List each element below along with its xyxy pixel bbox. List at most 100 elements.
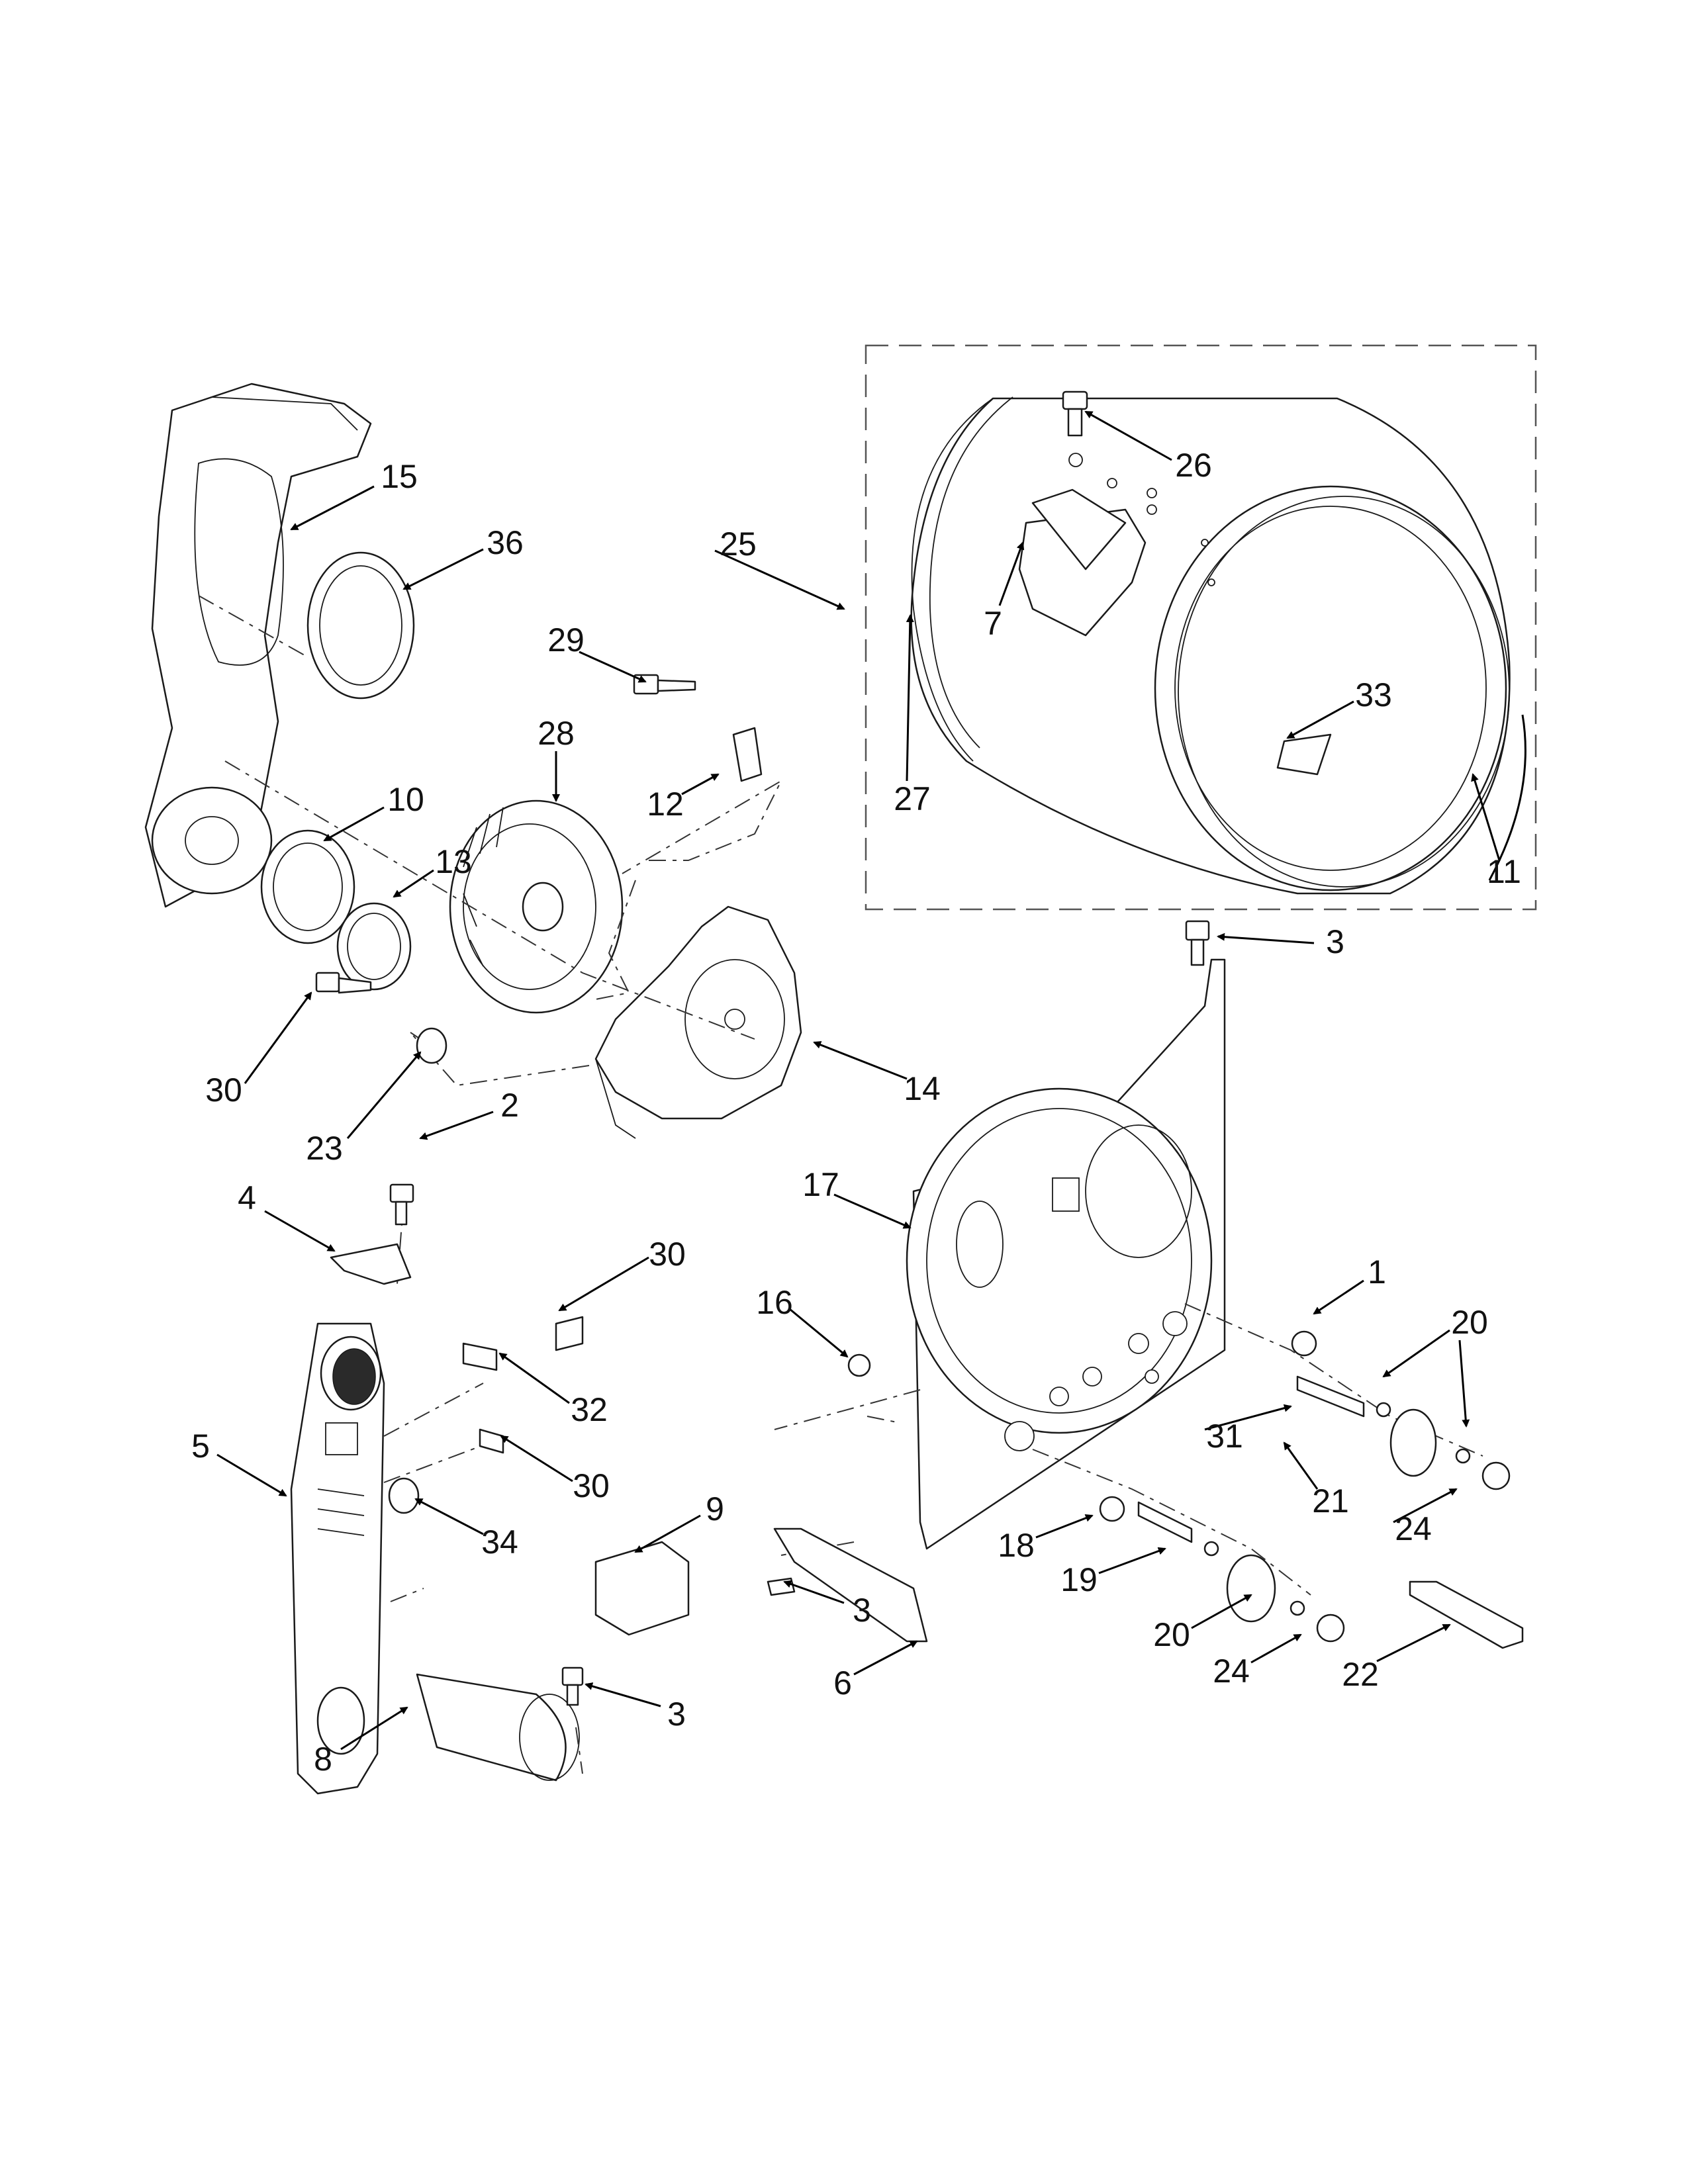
leader-arrow bbox=[681, 773, 720, 796]
leader-arrow bbox=[1382, 1329, 1450, 1378]
callout-26: 26 bbox=[1175, 447, 1212, 484]
callout-20-right: 20 bbox=[1451, 1304, 1488, 1341]
leader-arrow bbox=[1204, 1404, 1292, 1431]
callout-3-mid: 3 bbox=[853, 1592, 871, 1629]
callout-8: 8 bbox=[314, 1741, 332, 1778]
leader-arrow bbox=[346, 1051, 422, 1139]
callout-24-right: 24 bbox=[1395, 1510, 1432, 1547]
callout-30-left: 30 bbox=[205, 1071, 242, 1109]
leader-arrow bbox=[1393, 1488, 1458, 1524]
callout-29: 29 bbox=[547, 621, 585, 659]
leader-arrow bbox=[290, 485, 375, 531]
callout-11: 11 bbox=[1487, 853, 1521, 890]
blower-wheel bbox=[449, 799, 624, 1014]
leader-arrow bbox=[853, 1640, 918, 1676]
hardware-parts bbox=[315, 674, 1524, 1706]
leader-arrow bbox=[500, 1435, 573, 1482]
leader-arrow bbox=[1250, 1633, 1302, 1664]
leader-arrow bbox=[714, 549, 845, 610]
leader-arrow bbox=[393, 869, 434, 898]
leader-arrow bbox=[906, 614, 914, 782]
exhaust-tube bbox=[416, 1673, 580, 1782]
callout-17: 17 bbox=[802, 1166, 839, 1203]
callout-20-lower: 20 bbox=[1153, 1616, 1190, 1653]
leader-arrow bbox=[634, 1514, 701, 1553]
blower-gasket bbox=[306, 551, 415, 700]
leader-arrow bbox=[1286, 700, 1354, 739]
drum-assembly-boundary bbox=[865, 344, 1537, 911]
leader-arrow bbox=[558, 1256, 649, 1312]
leader-arrow bbox=[340, 1706, 408, 1751]
callout-2: 2 bbox=[500, 1087, 519, 1124]
leader-arrows bbox=[216, 410, 1501, 1751]
leader-arrow bbox=[1098, 1547, 1166, 1574]
callout-6: 6 bbox=[833, 1664, 852, 1702]
leader-arrow bbox=[789, 1308, 849, 1358]
callout-1: 1 bbox=[1368, 1253, 1386, 1291]
callout-30-lower: 30 bbox=[573, 1467, 610, 1504]
drum bbox=[910, 396, 1511, 895]
leader-arrow bbox=[1458, 1340, 1470, 1428]
callout-9: 9 bbox=[706, 1490, 724, 1527]
callout-labels: 15 36 25 26 7 29 28 12 27 33 10 13 11 3 … bbox=[191, 447, 1521, 1778]
callout-23: 23 bbox=[306, 1130, 343, 1167]
leader-arrow bbox=[585, 1682, 661, 1707]
callout-32: 32 bbox=[571, 1391, 608, 1428]
leader-arrow bbox=[783, 1580, 845, 1604]
callout-4: 4 bbox=[238, 1179, 256, 1216]
leader-arrow bbox=[1217, 933, 1315, 944]
blower-housing bbox=[144, 383, 372, 908]
callout-24-lower: 24 bbox=[1213, 1653, 1250, 1690]
leader-arrow bbox=[264, 1210, 336, 1252]
blower-seal bbox=[260, 829, 355, 944]
callout-10: 10 bbox=[387, 781, 424, 818]
callout-34: 34 bbox=[481, 1524, 518, 1561]
leader-arrow bbox=[1313, 1279, 1364, 1315]
callout-28: 28 bbox=[538, 715, 575, 752]
callout-33: 33 bbox=[1355, 676, 1392, 713]
leader-arrow bbox=[419, 1111, 494, 1140]
assembly-lines bbox=[198, 595, 1483, 1774]
callout-18: 18 bbox=[998, 1527, 1035, 1564]
callout-7: 7 bbox=[984, 605, 1002, 642]
leader-arrow bbox=[833, 1193, 912, 1229]
leader-arrow bbox=[402, 548, 484, 590]
callout-3-top: 3 bbox=[1326, 923, 1344, 960]
leader-arrow bbox=[414, 1498, 484, 1535]
leader-arrow bbox=[498, 1352, 570, 1404]
leader-arrow bbox=[244, 991, 312, 1084]
callout-30-mid: 30 bbox=[649, 1236, 686, 1273]
callout-19: 19 bbox=[1060, 1561, 1098, 1598]
leader-arrow bbox=[1376, 1623, 1451, 1662]
callout-15: 15 bbox=[381, 458, 418, 495]
callout-16: 16 bbox=[756, 1284, 793, 1321]
rear-panel bbox=[906, 958, 1226, 1550]
drum-screw bbox=[1062, 390, 1088, 437]
callout-36: 36 bbox=[487, 524, 524, 561]
callout-13: 13 bbox=[435, 843, 472, 880]
callout-31: 31 bbox=[1206, 1418, 1243, 1455]
leader-arrow bbox=[1035, 1514, 1094, 1539]
leader-arrow bbox=[216, 1453, 287, 1497]
leader-arrow bbox=[1084, 410, 1172, 461]
callout-22: 22 bbox=[1342, 1656, 1379, 1693]
leader-arrow bbox=[1471, 773, 1501, 861]
leader-arrow bbox=[1191, 1594, 1252, 1629]
drum-seal bbox=[1488, 714, 1526, 881]
callout-27: 27 bbox=[894, 780, 931, 817]
exhaust-duct bbox=[290, 1322, 385, 1795]
callout-3-bottom: 3 bbox=[667, 1696, 686, 1733]
blower-cover bbox=[594, 905, 802, 1139]
callout-12: 12 bbox=[647, 786, 684, 823]
callout-21: 21 bbox=[1312, 1482, 1349, 1520]
leader-arrow bbox=[813, 1041, 908, 1080]
callout-14: 14 bbox=[904, 1070, 941, 1107]
leader-arrow bbox=[579, 651, 647, 683]
blower-bearing bbox=[336, 902, 412, 991]
callout-5: 5 bbox=[191, 1428, 210, 1465]
leader-arrow bbox=[1283, 1441, 1319, 1490]
leader-arrow bbox=[998, 541, 1025, 606]
leader-arrow bbox=[323, 806, 385, 842]
callout-25: 25 bbox=[720, 525, 757, 563]
